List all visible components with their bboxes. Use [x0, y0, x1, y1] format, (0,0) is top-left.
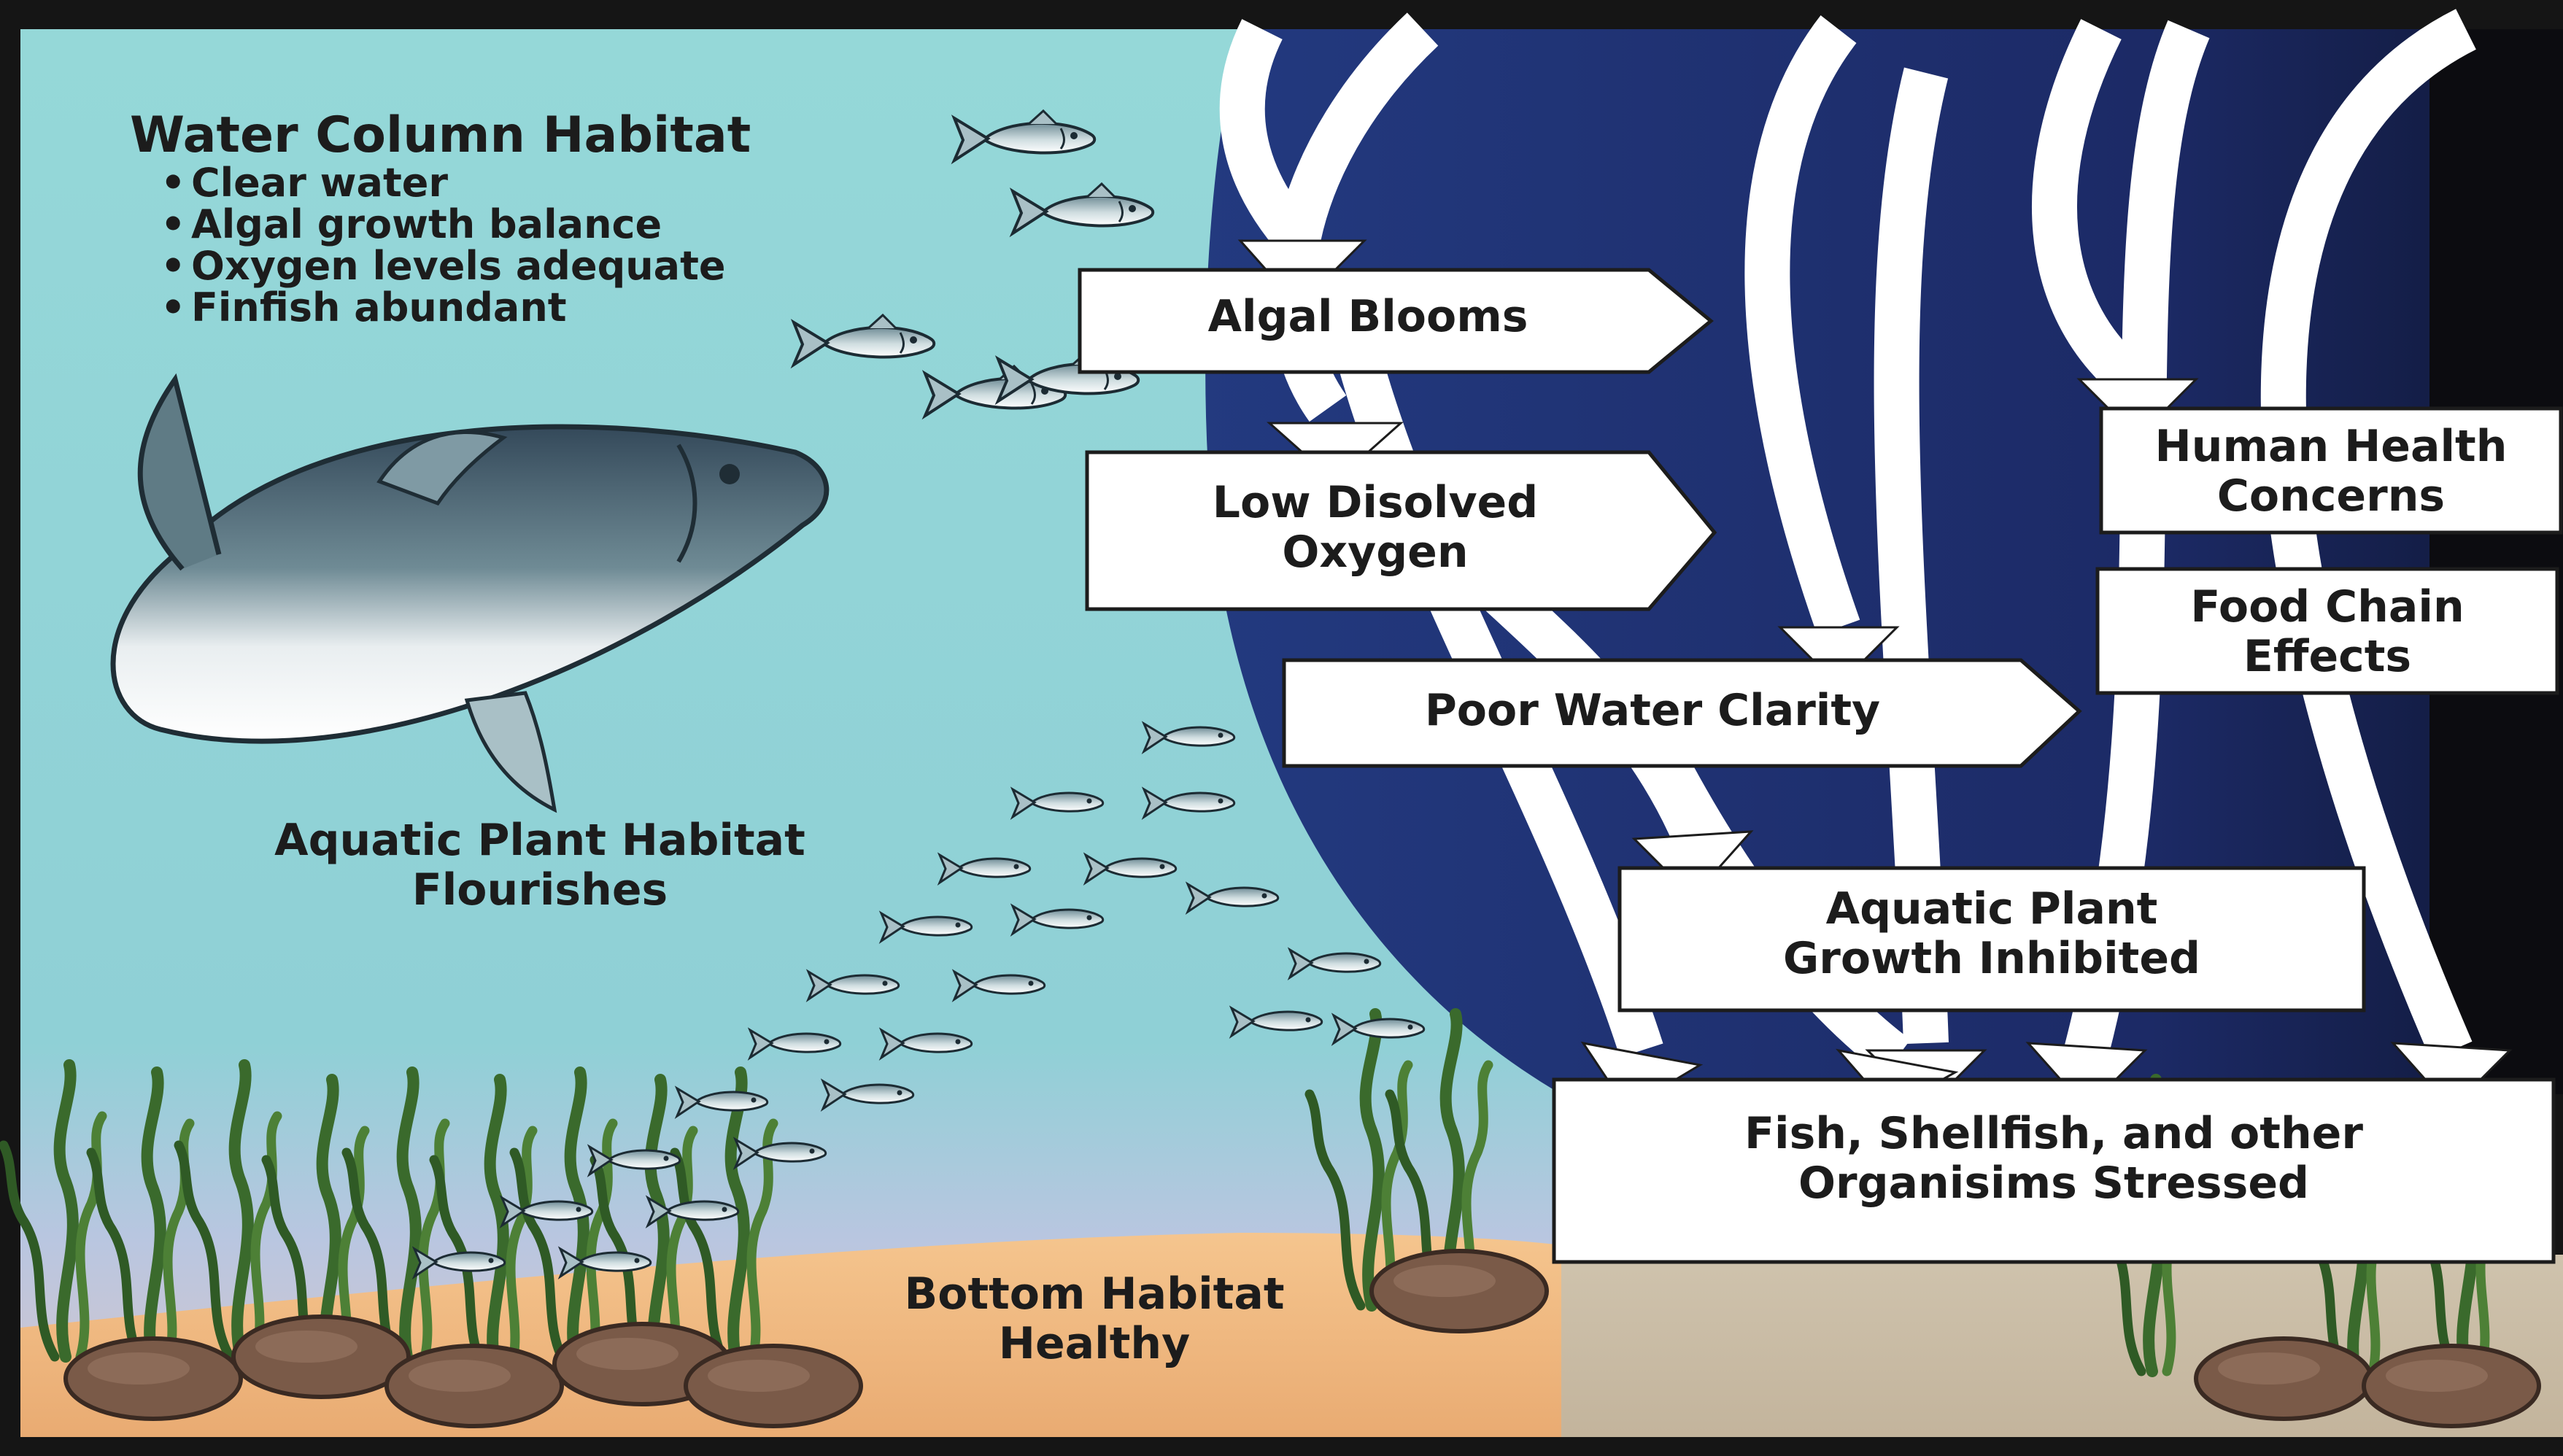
- water-column-block: Water Column Habitat Clear water Algal g…: [130, 109, 859, 328]
- aquatic-plant-habitat-line2: Flourishes: [175, 865, 905, 915]
- low-oxygen-label: Low Disolved Oxygen: [1087, 478, 1663, 577]
- organisms-stressed-line1: Fish, Shellfish, and other: [1554, 1109, 2554, 1158]
- water-column-bullet-1: Clear water: [155, 162, 859, 204]
- human-health-line1: Human Health: [2101, 422, 2561, 471]
- food-chain-line1: Food Chain: [2098, 582, 2557, 632]
- algal-blooms-text: Algal Blooms: [1080, 292, 1656, 341]
- plant-inhibited-line2: Growth Inhibited: [1620, 934, 2364, 983]
- water-column-bullet-2: Algal growth balance: [155, 204, 859, 245]
- low-oxygen-line1: Low Disolved: [1087, 478, 1663, 527]
- organisms-stressed-line2: Organisims Stressed: [1554, 1158, 2554, 1208]
- bottom-habitat-label: Bottom Habitat Healthy: [839, 1269, 1350, 1368]
- bottom-habitat-line2: Healthy: [839, 1319, 1350, 1368]
- human-health-line2: Concerns: [2101, 471, 2561, 521]
- plant-inhibited-line1: Aquatic Plant: [1620, 884, 2364, 934]
- food-chain-label: Food Chain Effects: [2098, 582, 2557, 681]
- bottom-habitat-line1: Bottom Habitat: [839, 1269, 1350, 1319]
- aquatic-plant-habitat-label: Aquatic Plant Habitat Flourishes: [175, 816, 905, 915]
- aquatic-plant-habitat-line1: Aquatic Plant Habitat: [175, 816, 905, 865]
- organisms-stressed-label: Fish, Shellfish, and other Organisims St…: [1554, 1109, 2554, 1208]
- water-column-bullet-4: Finfish abundant: [155, 287, 859, 328]
- food-chain-line2: Effects: [2098, 632, 2557, 681]
- water-column-bullet-3: Oxygen levels adequate: [155, 245, 859, 287]
- water-column-heading: Water Column Habitat: [130, 109, 859, 162]
- human-health-label: Human Health Concerns: [2101, 422, 2561, 521]
- algal-blooms-label: Algal Blooms: [1080, 292, 1656, 341]
- poor-clarity-text: Poor Water Clarity: [1284, 686, 2021, 735]
- poor-clarity-label: Poor Water Clarity: [1284, 686, 2021, 735]
- plant-inhibited-label: Aquatic Plant Growth Inhibited: [1620, 884, 2364, 983]
- low-oxygen-line2: Oxygen: [1087, 527, 1663, 577]
